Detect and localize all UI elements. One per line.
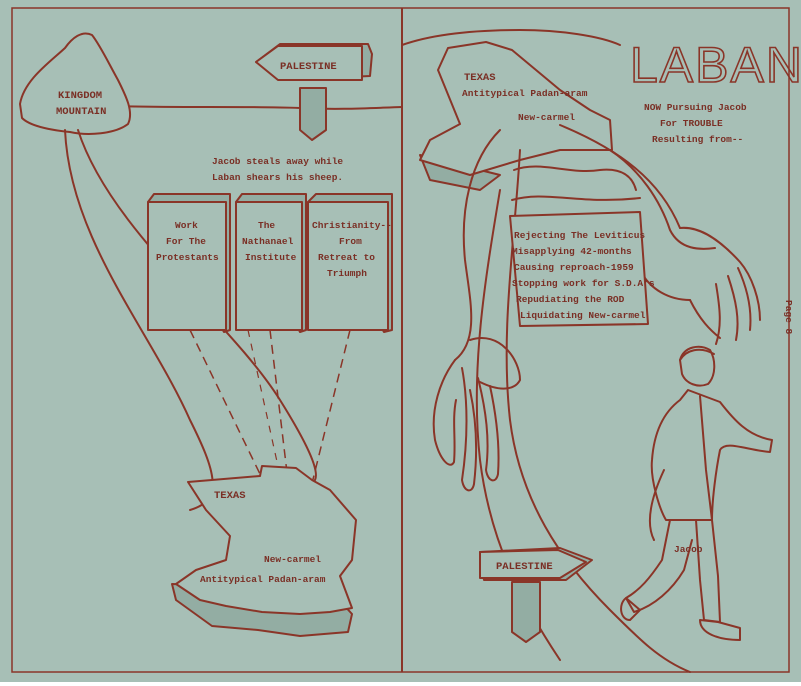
reason-5: Repudiating the ROD (516, 294, 625, 305)
reason-3: Causing reproach-1959 (514, 262, 634, 273)
padan-right-label: Antitypical Padan-aram (462, 88, 588, 99)
book-1-line-1: Work (175, 220, 198, 231)
book-nathanael-institute: The Nathanael Institute (236, 194, 306, 332)
book-2-line-2: Nathanael (242, 236, 294, 247)
laban-subtitle-1: NOW Pursuing Jacob (644, 102, 747, 113)
book-1-line-2: For The (166, 236, 206, 247)
caption-line-1: Jacob steals away while (212, 156, 343, 167)
padan-left-label: Antitypical Padan-aram (200, 574, 326, 585)
book-3-line-3: Retreat to (318, 252, 375, 263)
book-1-line-3: Protestants (156, 252, 219, 263)
reason-2: Misapplying 42-months (512, 246, 632, 257)
page-number-label: Page 8 (783, 300, 794, 335)
laban-title: LABAN (630, 37, 801, 93)
newcarmel-right-label: New-carmel (518, 112, 575, 123)
signpost-bottom-label: PALESTINE (496, 561, 553, 573)
signpost-label: PALESTINE (280, 61, 337, 73)
caption-line-2: Laban shears his sheep. (212, 172, 343, 183)
reason-1: Rejecting The Leviticus (514, 230, 645, 241)
book-3-line-1: Christianity-- (312, 220, 392, 231)
book-2-line-3: Institute (245, 252, 297, 263)
book-2-line-1: The (258, 220, 275, 231)
laban-subtitle-3: Resulting from-- (652, 134, 743, 145)
laban-subtitle-2: For TROUBLE (660, 118, 723, 129)
mountain-label-1: KINGDOM (58, 90, 102, 102)
book-christianity: Christianity-- From Retreat to Triumph (308, 194, 392, 332)
reason-6: Liquidating New-carmel (520, 310, 646, 321)
book-3-line-4: Triumph (327, 268, 367, 279)
book-work-for-protestants: Work For The Protestants (148, 194, 230, 332)
mountain-label-2: MOUNTAIN (56, 106, 106, 118)
texas-left-label: TEXAS (214, 490, 246, 502)
signpost-post (300, 88, 326, 140)
jacob-label: Jacob (674, 544, 703, 555)
reason-4: Stopping work for S.D.A's (512, 278, 655, 289)
signpost-bottom-post (512, 582, 540, 642)
newcarmel-left-label: New-carmel (264, 554, 321, 565)
book-3-line-2: From (339, 236, 362, 247)
texas-right-label: TEXAS (464, 72, 496, 84)
